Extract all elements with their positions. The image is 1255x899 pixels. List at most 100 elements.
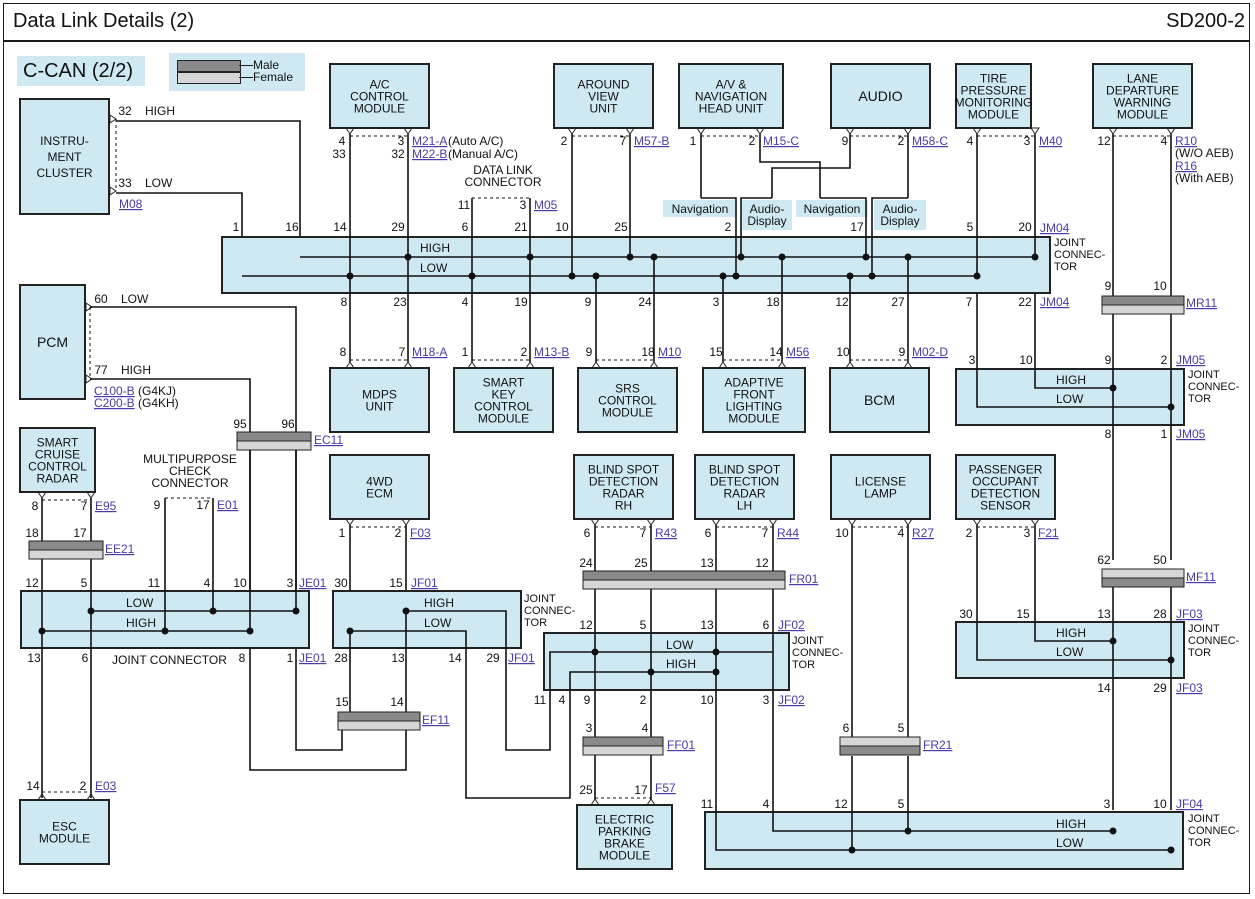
- splice-dot: [626, 253, 634, 261]
- pin-label: 5: [81, 576, 88, 590]
- module-label: BRAKE: [604, 836, 645, 850]
- legend-female-leader: [239, 77, 253, 78]
- wire: [976, 293, 1171, 408]
- pin-label: 14: [448, 651, 462, 665]
- connector-ref-je01: JE01: [299, 576, 327, 590]
- bus-label-low: LOW: [420, 261, 448, 275]
- variant-note: (With AEB): [1175, 171, 1234, 185]
- pin-label: 60: [94, 292, 108, 306]
- pin-label: 10: [233, 576, 247, 590]
- splice-dot: [848, 846, 856, 854]
- option-navigation: Navigation: [672, 202, 729, 216]
- splice-dot: [1031, 253, 1039, 261]
- splice-dot: [1167, 846, 1175, 854]
- section-label: C-CAN (2/2): [17, 56, 145, 86]
- pin-terminal: [86, 793, 96, 801]
- splice-dot: [650, 253, 658, 261]
- bus-label-low: LOW: [1056, 836, 1084, 850]
- pin-terminal: [755, 127, 765, 135]
- connector-ref-m22-b: M22-B: [412, 147, 447, 161]
- splice-dot: [1109, 637, 1117, 645]
- joint-connector-label: CONNEC-: [1188, 635, 1240, 647]
- variant-note: (G4KJ): [138, 384, 176, 398]
- option-audio-display: Display: [880, 214, 919, 228]
- pin-label: 96: [281, 417, 295, 431]
- module-smart-cruise-control-radar: [19, 427, 96, 493]
- joint-connector-jf01: [332, 590, 522, 649]
- pin-label: 8: [239, 651, 246, 665]
- pin-label: 19: [514, 295, 528, 309]
- module-label: MODULE: [599, 848, 650, 862]
- module-label: A/C: [369, 77, 389, 91]
- connector-ref-m08: M08: [119, 197, 143, 211]
- pin-label: 4: [898, 526, 905, 540]
- pin-label: 4: [204, 576, 211, 590]
- pin-label: 4: [559, 693, 566, 707]
- bus-label-high: HIGH: [666, 657, 696, 671]
- splice-dot: [862, 253, 870, 261]
- inline-connector-half: [1101, 577, 1185, 588]
- pin-label: 10: [555, 220, 569, 234]
- module-label: UNIT: [366, 399, 395, 413]
- pin-terminal: [696, 127, 706, 135]
- splice-dot: [209, 607, 217, 615]
- connector-ref-e03: E03: [95, 779, 117, 793]
- joint-connector-label: CONNEC-: [1188, 381, 1240, 393]
- module-label: MODULE: [39, 831, 90, 845]
- pin-label: 9: [154, 498, 161, 512]
- module-passenger-occupant-detection-sensor: [955, 454, 1056, 520]
- wire: [701, 197, 737, 276]
- module-label: RADAR: [723, 486, 765, 500]
- joint-connector-label: CONNEC-: [524, 605, 576, 617]
- connector-ref-f57: F57: [655, 781, 676, 795]
- pin-label: 4: [1161, 134, 1168, 148]
- pin-terminal: [711, 518, 721, 526]
- pin-label: 2: [966, 526, 973, 540]
- pin-terminal: [1166, 127, 1176, 135]
- pin-terminal: [86, 491, 96, 499]
- inline-connector-half: [1101, 304, 1185, 315]
- pin-terminal: [972, 518, 982, 526]
- option-audio-display: Audio-: [750, 202, 785, 216]
- connector-ref-m15-c: M15-C: [763, 134, 799, 148]
- module-label: UNIT: [590, 101, 619, 115]
- pin-label: 7: [762, 526, 769, 540]
- module-label: PASSENGER: [969, 462, 1043, 476]
- pin-label: 1: [462, 345, 469, 359]
- wire: [1034, 293, 1113, 389]
- pin-label: 77: [94, 363, 108, 377]
- pin-terminal: [646, 798, 656, 806]
- pin-label: 1: [287, 651, 294, 665]
- joint-connector-label: TOR: [524, 617, 547, 629]
- inline-connector-half: [839, 745, 921, 756]
- bus-label-high: HIGH: [1056, 817, 1086, 831]
- splice-dot: [904, 827, 912, 835]
- connector-ref-r44: R44: [777, 526, 799, 540]
- pin-label: 15: [1016, 607, 1030, 621]
- module-label: MODULE: [602, 405, 653, 419]
- wire: [759, 134, 821, 198]
- pin-label: 18: [641, 345, 655, 359]
- inline-connector: [28, 540, 104, 551]
- bus-label-high: HIGH: [424, 596, 454, 610]
- module-label: SENSOR: [980, 498, 1031, 512]
- inline-connector: [582, 570, 786, 581]
- connector-ref-jf02: JF02: [778, 693, 805, 707]
- connector-ref-jf01: JF01: [508, 651, 535, 665]
- module-label: MODULE: [1117, 107, 1168, 121]
- pin-terminal: [37, 491, 47, 499]
- wire: [871, 197, 908, 276]
- module-label: FRONT: [733, 387, 775, 401]
- joint-connector-label: JOINT: [1188, 623, 1220, 635]
- connector-ref-ff01: FF01: [667, 738, 695, 752]
- module-audio: [830, 63, 931, 129]
- pin-label: 4: [462, 295, 469, 309]
- module-4wd-ecm: [329, 454, 430, 520]
- pin-label: 6: [82, 651, 89, 665]
- bus-label-low: LOW: [424, 616, 452, 630]
- connector-ref-je01: JE01: [299, 651, 327, 665]
- bus-label-high: HIGH: [1056, 373, 1086, 387]
- pin-label: 1: [690, 134, 697, 148]
- connector-ref-m13-b: M13-B: [534, 345, 569, 359]
- pin-label: 13: [391, 651, 405, 665]
